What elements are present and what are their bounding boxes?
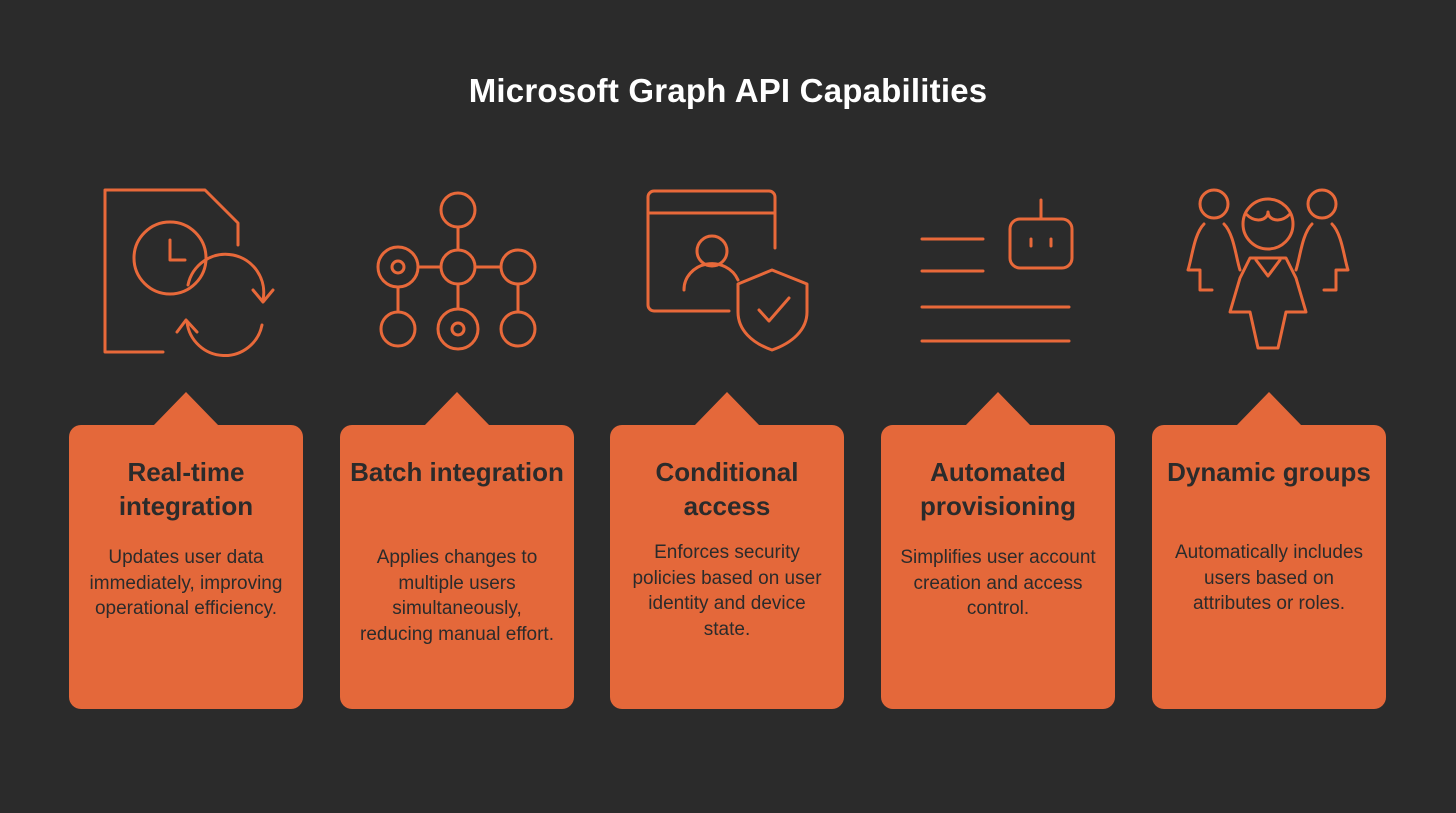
capability-card-conditional-access: Conditional access Enforces security pol…	[610, 392, 844, 709]
card-description: Applies changes to multiple users simult…	[360, 547, 554, 645]
capability-card-batch-integration: Batch integration Applies changes to mul…	[340, 392, 574, 709]
card-title: Real-time integration	[118, 457, 254, 521]
network-nodes-icon	[338, 180, 578, 360]
card-description: Enforces security policies based on user…	[632, 542, 822, 640]
capability-card-automated-provisioning: Automated provisioning Simplifies user a…	[881, 392, 1115, 709]
document-clock-refresh-icon	[65, 180, 305, 360]
user-shield-check-icon	[604, 180, 844, 360]
card-title: Batch integration	[350, 457, 564, 487]
card-description: Automatically includes users based on at…	[1175, 542, 1363, 614]
capability-card-dynamic-groups: Dynamic groups Automatically includes us…	[1152, 392, 1386, 709]
card-description: Simplifies user account creation and acc…	[900, 547, 1096, 619]
people-group-icon	[1148, 180, 1388, 360]
card-title: Automated provisioning	[920, 457, 1076, 521]
card-description: Updates user data immediately, improving…	[89, 547, 283, 619]
card-title: Conditional access	[655, 457, 799, 521]
capability-card-real-time-integration: Real-time integration Updates user data …	[69, 392, 303, 709]
robot-list-icon	[877, 180, 1117, 360]
card-title: Dynamic groups	[1167, 457, 1371, 487]
page-title: Microsoft Graph API Capabilities	[468, 72, 988, 109]
